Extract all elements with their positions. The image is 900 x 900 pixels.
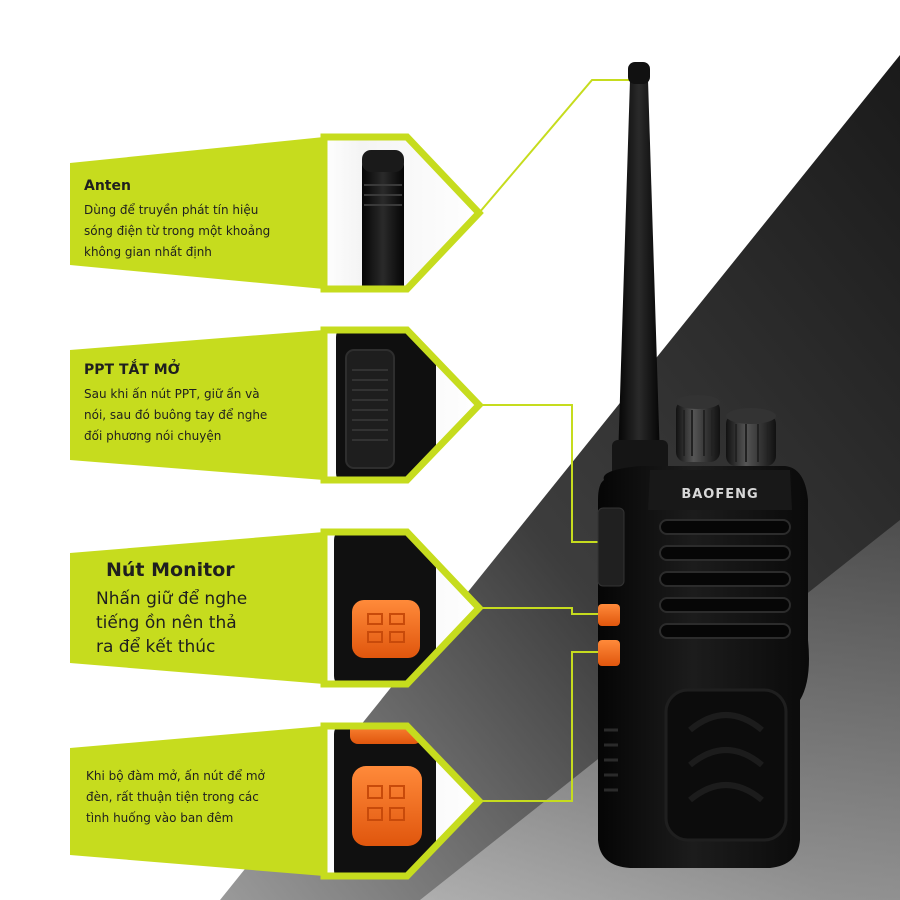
antenna-callout-line: Dùng để truyền phát tín hiệu	[84, 203, 259, 217]
ptt-callout-line: đối phương nói chuyện	[84, 429, 222, 443]
monitor-callout-line: tiếng ồn nên thả	[96, 613, 237, 633]
device-light-button	[598, 640, 620, 666]
monitor-callout-line: Nhấn giữ để nghe	[96, 589, 248, 609]
antenna-callout-line: không gian nhất định	[84, 245, 212, 259]
antenna-callout-line: sóng điện từ trong một khoảng	[84, 224, 271, 238]
ptt-callout-body: Sau khi ấn nút PPT, giữ ấn và nói, sau đ…	[84, 384, 267, 447]
antenna-closeup-icon	[362, 158, 404, 289]
device-monitor-button	[598, 604, 620, 626]
light-callout-body: Khi bộ đàm mở, ấn nút để mở đèn, rất thu…	[86, 766, 265, 829]
antenna-callout-title: Anten	[84, 178, 131, 194]
speaker-grille	[659, 519, 791, 639]
device-knobs	[676, 395, 776, 466]
light-callout: Khi bộ đàm mở, ấn nút để mở đèn, rất thu…	[86, 766, 265, 829]
device-antenna	[618, 80, 660, 460]
antenna-callout-body: Dùng để truyền phát tín hiệu sóng điện t…	[84, 200, 270, 263]
monitor-button-closeup-icon	[352, 600, 420, 658]
ptt-callout-line: Sau khi ấn nút PPT, giữ ấn và	[84, 387, 260, 401]
device-brand-label: BAOFENG	[681, 487, 758, 502]
leader-lines	[478, 79, 640, 802]
monitor-callout-frame	[70, 528, 484, 688]
light-callout-line: Khi bộ đàm mở, ấn nút để mở	[86, 769, 265, 783]
monitor-callout: Nút Monitor Nhấn giữ để nghe tiếng ồn nê…	[84, 559, 247, 659]
light-callout-line: tình huống vào ban đêm	[86, 811, 234, 825]
light-button-closeup-icon	[352, 766, 422, 846]
ptt-callout: PPT TẮT MỞ Sau khi ấn nút PPT, giữ ấn và…	[84, 362, 267, 447]
monitor-callout-title: Nút Monitor	[106, 559, 235, 581]
ptt-callout-title: PPT TẮT MỞ	[84, 362, 180, 378]
light-callout-line: đèn, rất thuận tiện trong các	[86, 790, 259, 804]
monitor-callout-body: Nhấn giữ để nghe tiếng ồn nên thả ra để …	[96, 587, 247, 659]
ptt-callout-frame	[70, 326, 484, 484]
ptt-callout-line: nói, sau đó buông tay để nghe	[84, 408, 268, 422]
monitor-callout-line: ra để kết thúc	[96, 637, 216, 657]
antenna-callout: Anten Dùng để truyền phát tín hiệu sóng …	[84, 178, 270, 263]
walkie-talkie-device: BAOFENG	[597, 62, 809, 868]
